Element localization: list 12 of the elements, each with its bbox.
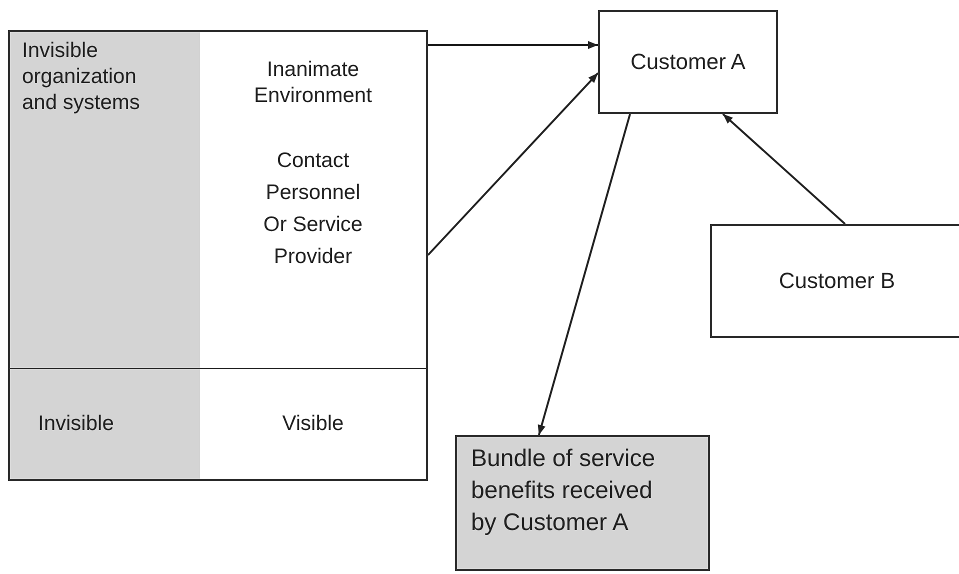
table-cell: Visible: [200, 368, 428, 481]
shaded-cell: Invisible organization and systems: [8, 30, 201, 369]
table-cell: Contact Personnel Or Service Provider: [200, 133, 428, 369]
outcome-box: Bundle of service benefits received by Customer A: [455, 435, 710, 571]
customer-box: Customer B: [710, 224, 959, 338]
shaded-cell: Invisible: [8, 368, 201, 481]
customer-box: Customer A: [598, 10, 778, 114]
arrow: [538, 114, 631, 436]
table-cell: Inanimate Environment: [200, 30, 428, 134]
arrow: [428, 41, 598, 50]
arrow: [427, 72, 599, 256]
arrow: [722, 113, 846, 225]
